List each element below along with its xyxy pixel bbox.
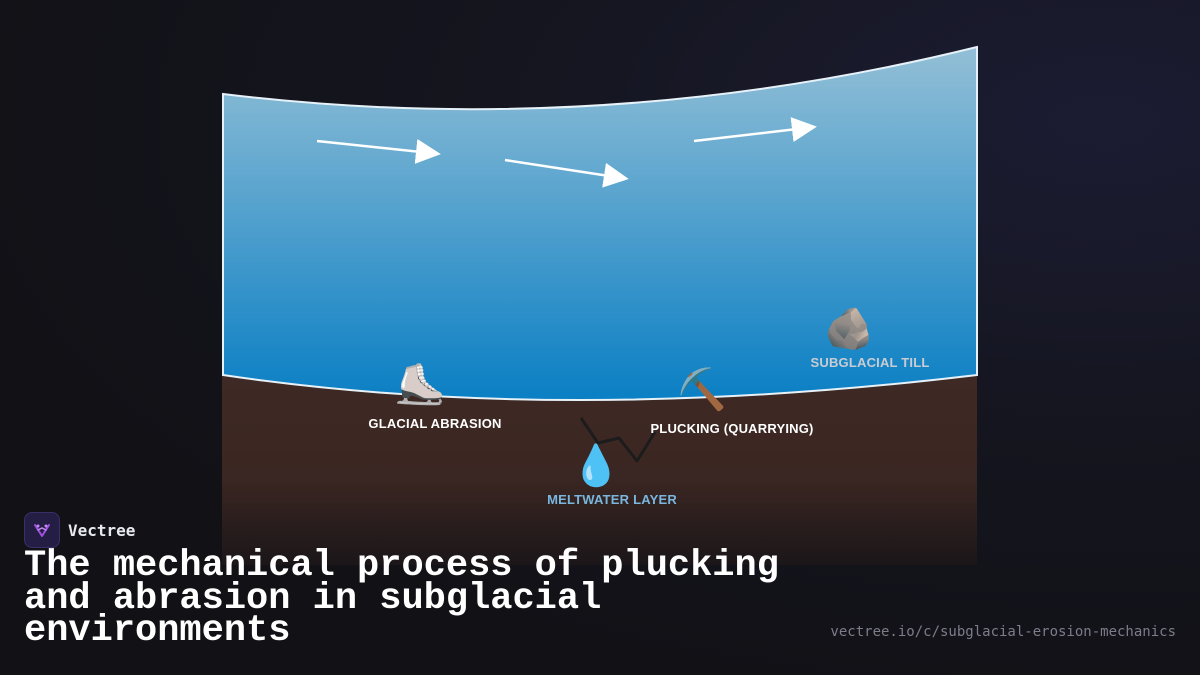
brand: Vectree <box>24 512 135 548</box>
water-drop-icon: 💧 <box>571 442 621 489</box>
label-subglacial-till: SUBGLACIAL TILL <box>810 355 929 370</box>
source-url[interactable]: vectree.io/c/subglacial-erosion-mechanic… <box>830 624 1176 640</box>
pickaxe-icon: ⛏️ <box>677 366 727 413</box>
bedrock-crack <box>579 417 657 463</box>
glacier-ice <box>222 45 978 401</box>
label-glacial-abrasion: GLACIAL ABRASION <box>368 416 501 431</box>
label-meltwater-layer: MELTWATER LAYER <box>547 492 677 507</box>
flow-arrow <box>504 158 629 188</box>
ice-skate-icon: ⛸️ <box>395 361 445 408</box>
bedrock-layer <box>222 375 977 565</box>
flow-arrow <box>316 139 441 164</box>
flow-arrow <box>693 117 817 143</box>
brand-name: Vectree <box>68 520 136 540</box>
page-title: The mechanical process of plucking and a… <box>24 545 779 652</box>
label-plucking: PLUCKING (QUARRYING) <box>650 421 813 436</box>
vectree-logo-icon <box>24 512 60 548</box>
rock-icon: 🪨 <box>824 306 874 352</box>
